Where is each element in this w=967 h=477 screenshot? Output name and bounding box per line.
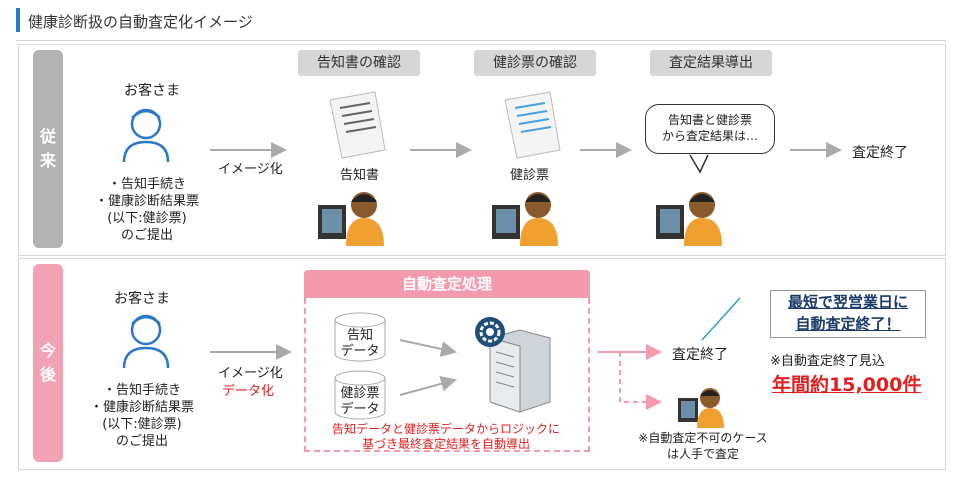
- connector-line: [701, 297, 741, 341]
- page-title: 健康診断扱の自動査定化イメージ: [28, 13, 253, 31]
- result-line: 最短で翌営業日に: [787, 293, 908, 311]
- note-line: は人手で査定: [666, 447, 739, 461]
- auto-caption: 告知データと健診票データからロジックに 基づき最終査定結果を自動導出: [306, 422, 586, 452]
- db-text: データ: [340, 344, 380, 359]
- list-item: ・健康診断結果票: [89, 400, 194, 415]
- list-item: のご提出: [115, 434, 168, 449]
- customer-icon: [122, 108, 170, 163]
- arrow-label-red: データ化: [222, 384, 275, 399]
- customer-label: お客さま: [124, 83, 180, 99]
- worker-icon: [678, 388, 724, 428]
- arrow: [399, 375, 457, 396]
- worker-icon: [492, 192, 558, 246]
- result-box: 最短で翌営業日に 自動査定終了！: [770, 290, 926, 338]
- step-header: 健診票の確認: [474, 50, 596, 76]
- database-icon: [334, 312, 386, 362]
- after-side-label: 今 後: [33, 264, 63, 462]
- result-line: 自動査定終了！: [795, 315, 901, 333]
- customer-label: お客さま: [114, 291, 170, 307]
- thought-bubble: 告知書と健診票 から査定結果は…: [645, 104, 775, 154]
- server-icon: [475, 317, 551, 413]
- step-header: 査定結果導出: [650, 50, 772, 76]
- db-text: 健診票: [340, 386, 380, 401]
- document-label: 健診票: [510, 168, 550, 183]
- arrow: [399, 339, 457, 357]
- end-label: 査定終了: [672, 347, 728, 363]
- worker-icon: [318, 192, 384, 246]
- db-text: 告知: [346, 328, 373, 343]
- list-item: (以下:健診票): [107, 211, 187, 226]
- before-side-label: 従 来: [33, 50, 63, 248]
- document-label: 告知書: [340, 168, 380, 183]
- document-icon: [329, 91, 386, 159]
- auto-process-box: [304, 298, 590, 452]
- db-label: 告知 データ: [336, 328, 384, 360]
- dashed-arrow: [619, 352, 662, 410]
- auto-process-header: 自動査定処理: [304, 270, 590, 298]
- end-label: 査定終了: [852, 145, 908, 161]
- step-header: 告知書の確認: [298, 50, 420, 76]
- side-char: 従: [39, 127, 56, 146]
- estimate-value: 年間約15,000件: [772, 374, 922, 396]
- customer-items: ・告知手続き ・健康診断結果票 (以下:健診票) のご提出: [72, 382, 212, 450]
- side-char: 後: [39, 365, 56, 384]
- manual-note: ※自動査定不可のケース は人手で査定: [618, 430, 788, 462]
- caption-line: 基づき最終査定結果を自動導出: [361, 437, 530, 451]
- side-char: 今: [39, 341, 56, 360]
- title-divider: [16, 40, 946, 41]
- document-icon: [504, 91, 561, 159]
- caption-line: 告知データと健診票データからロジックに: [331, 422, 560, 436]
- note-line: ※自動査定不可のケース: [638, 431, 768, 445]
- db-label: 健診票 データ: [336, 386, 384, 418]
- list-item: のご提出: [120, 228, 173, 243]
- list-item: ・告知手続き: [102, 383, 181, 398]
- bubble-text: 告知書と健診票: [667, 113, 752, 127]
- estimate-label: ※自動査定終了見込: [770, 354, 885, 369]
- arrow-label: イメージ化: [218, 162, 283, 177]
- list-item: ・告知手続き: [107, 177, 186, 192]
- db-text: データ: [340, 402, 380, 417]
- list-item: (以下:健診票): [102, 417, 182, 432]
- title-accent-bar: [16, 8, 20, 32]
- bubble-tail: [689, 154, 709, 174]
- arrow-label: イメージ化: [218, 366, 283, 381]
- side-char: 来: [39, 151, 56, 170]
- database-icon: [334, 370, 386, 420]
- list-item: ・健康診断結果票: [94, 194, 199, 209]
- customer-icon: [122, 314, 170, 369]
- bubble-text: から査定結果は…: [661, 129, 758, 143]
- worker-icon: [656, 192, 722, 246]
- customer-items: ・告知手続き ・健康診断結果票 (以下:健診票) のご提出: [82, 176, 212, 244]
